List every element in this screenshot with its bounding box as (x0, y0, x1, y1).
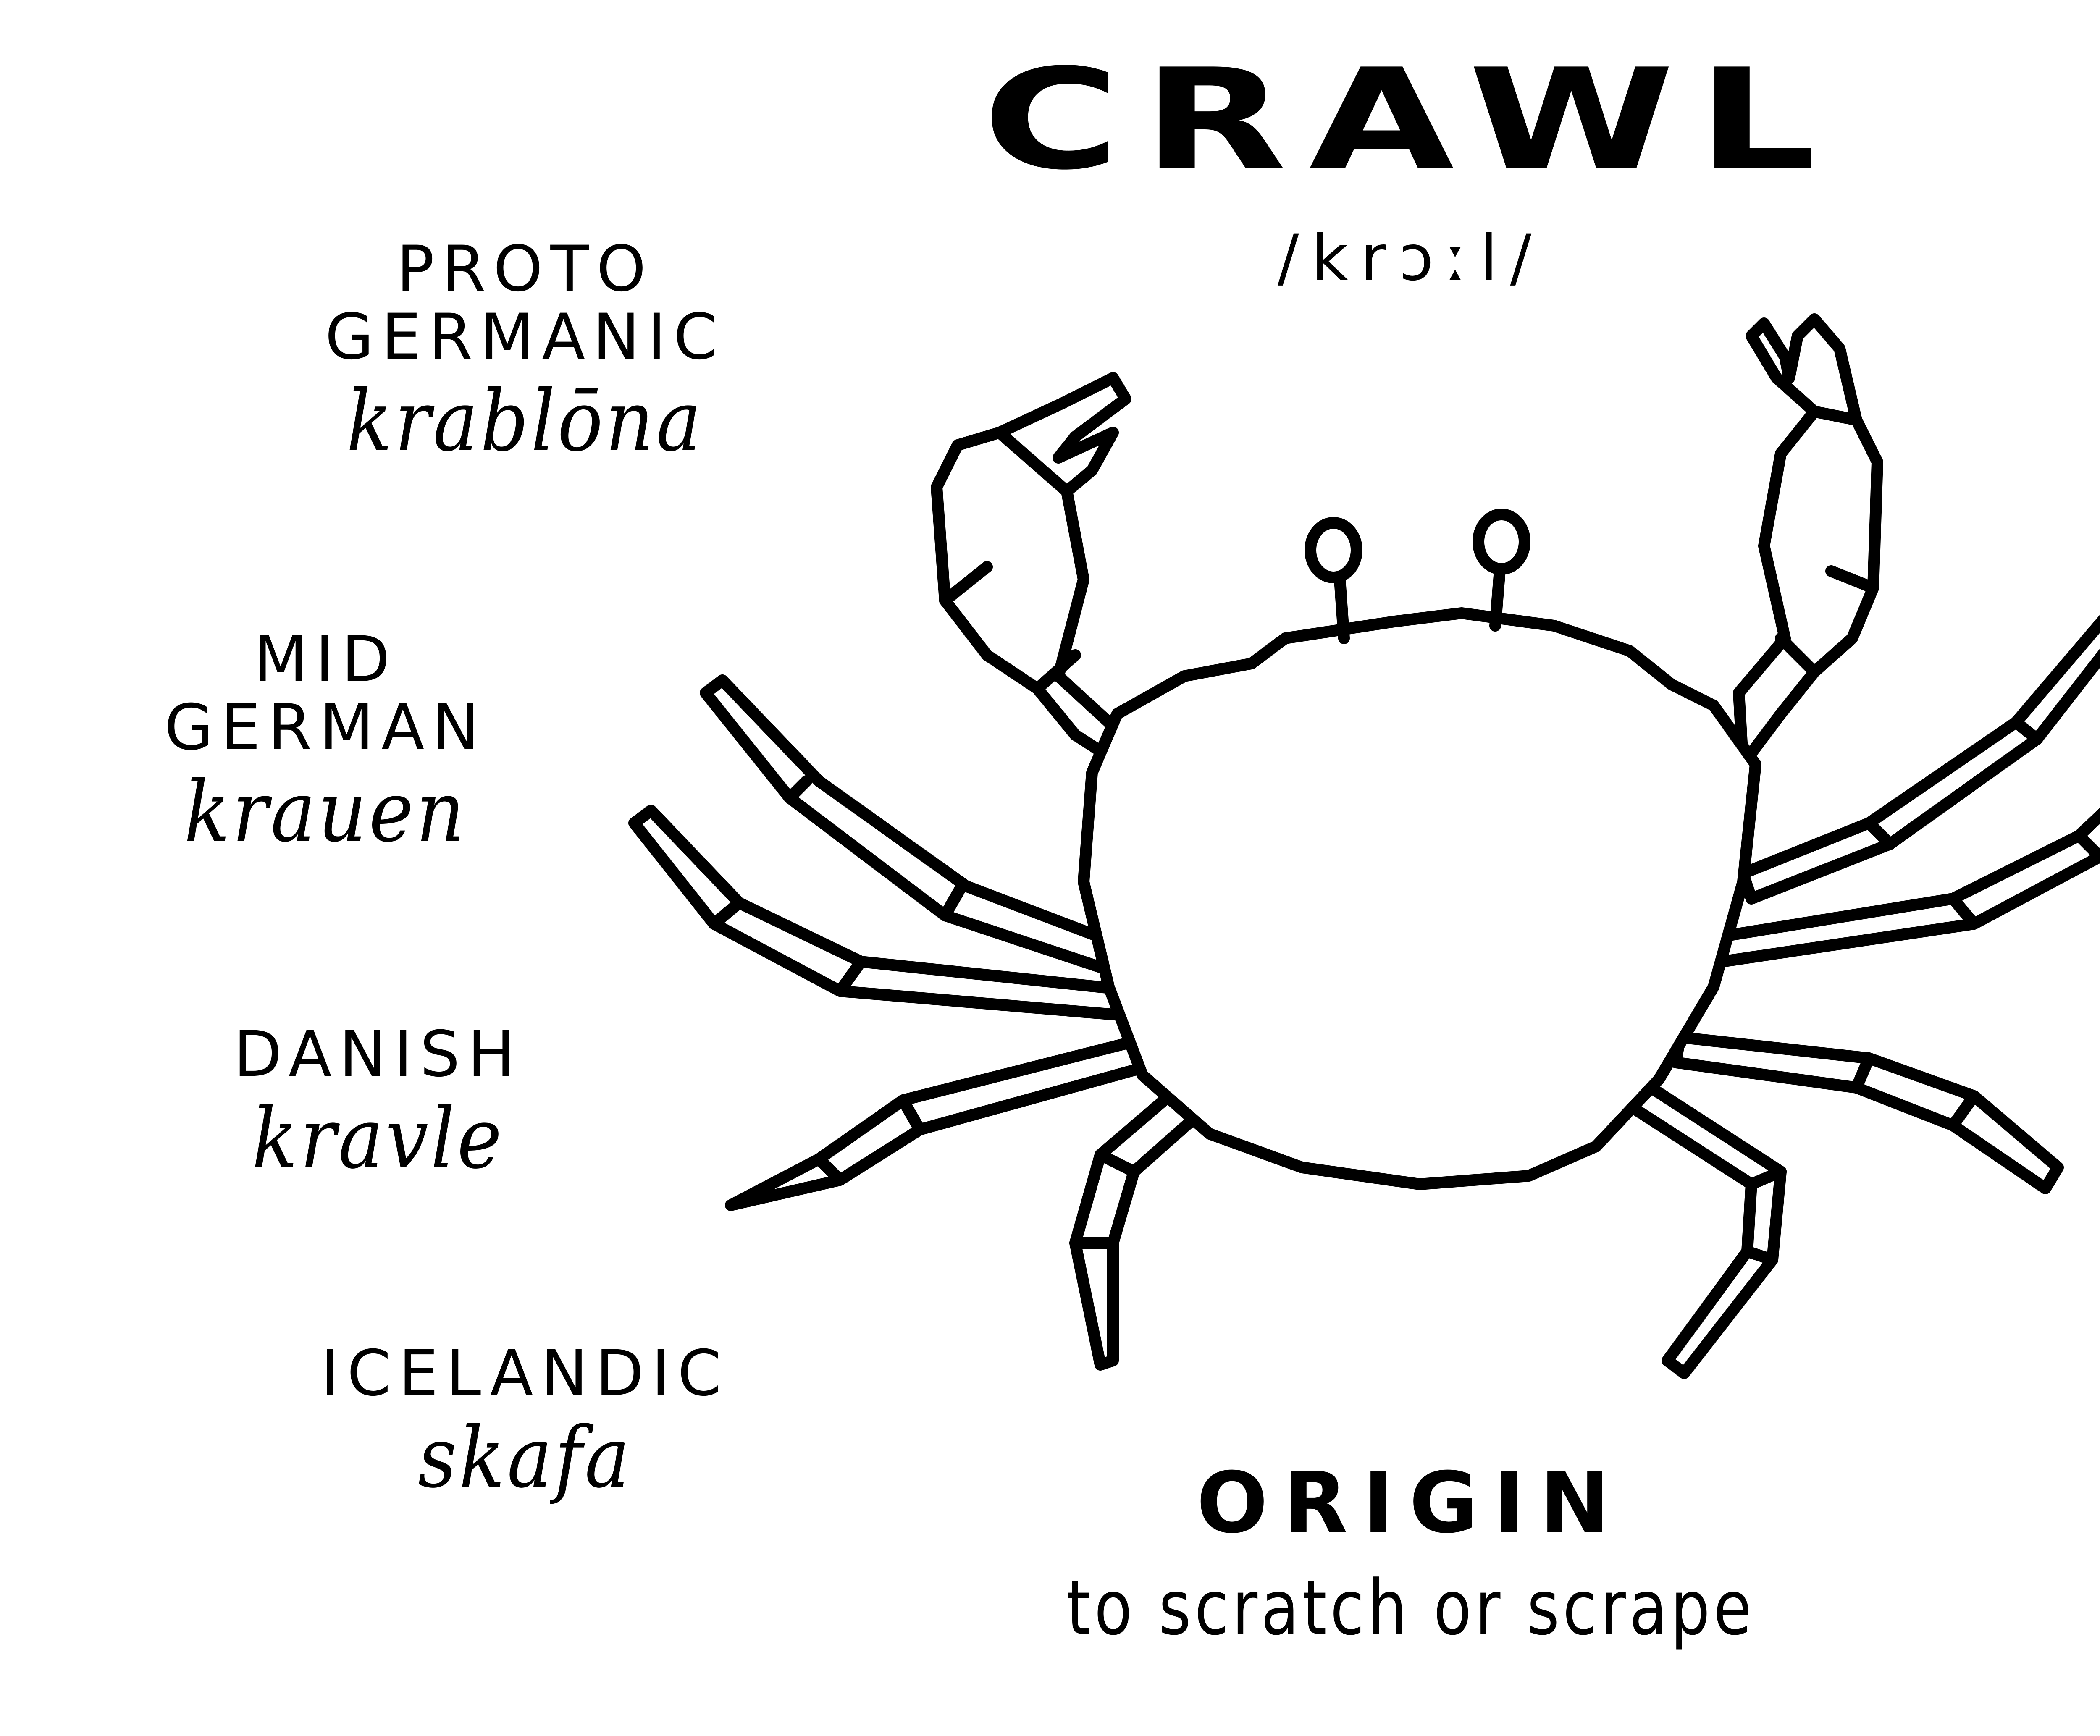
language-name: DANISH (234, 1018, 522, 1091)
language-word: krablōna (346, 372, 704, 470)
language-word: krauen (184, 763, 467, 861)
language-name: PROTO GERMANIC (325, 233, 725, 374)
language-name: ICELANDIC (320, 1337, 730, 1410)
language-word: skafa (418, 1409, 632, 1507)
lang-entry-proto-germanic: PROTO GERMANIC krablōna (210, 235, 840, 472)
origin-section: ORIGIN to scratch or scrape (0, 1461, 2100, 1646)
language-word: kravle (252, 1090, 504, 1188)
lang-entry-norwegian: NORWEGIAN krable (2016, 1340, 2100, 1508)
lang-entry-mid-german: MID GERMAN krauen (84, 626, 567, 863)
title: CRAWL (982, 39, 1840, 200)
pronunciation: /krɔːl/ (1277, 222, 1544, 295)
crab-icon (628, 313, 2100, 1379)
language-name: NORWEGIAN (2016, 1340, 2100, 1408)
lang-entry-danish: DANISH kravle (168, 1020, 588, 1189)
origin-label: ORIGIN (1196, 1454, 1625, 1552)
origin-meaning: to scratch or scrape (1066, 1564, 1755, 1652)
lang-entry-icelandic: ICELANDIC skafa (231, 1340, 819, 1508)
language-name: MID GERMAN (164, 623, 487, 764)
